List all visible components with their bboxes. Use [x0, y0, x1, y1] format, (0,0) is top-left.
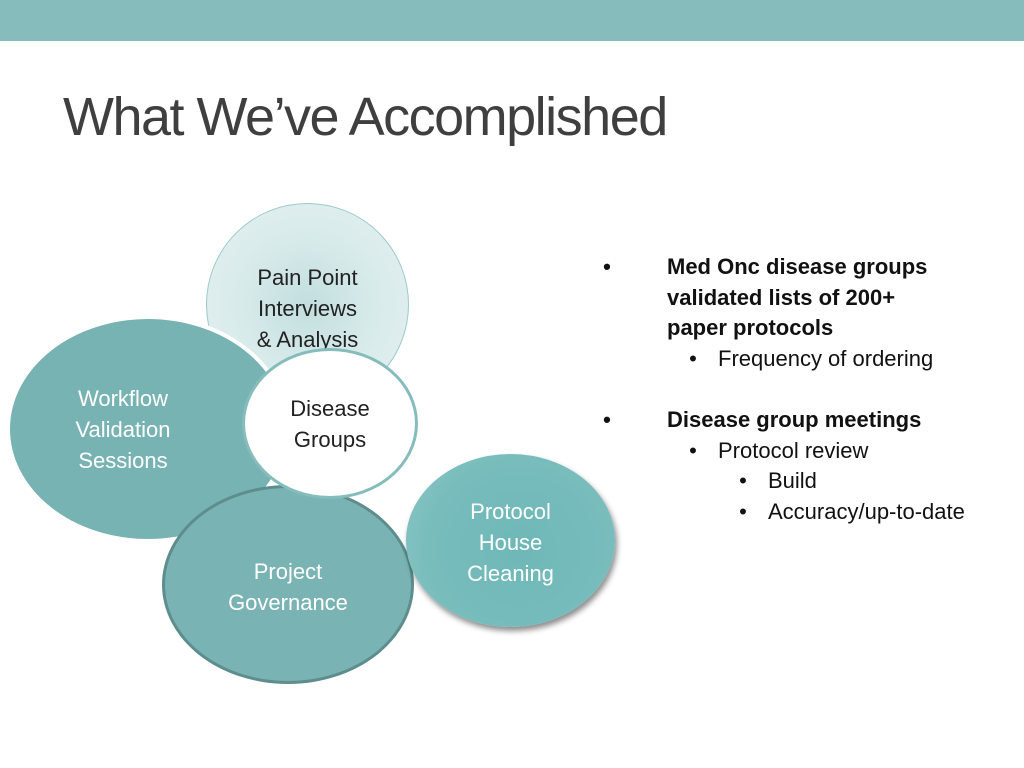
bullet-dot: •: [689, 345, 697, 371]
bullet-text: Build: [768, 468, 817, 493]
bullet-dot: •: [689, 437, 697, 463]
bullet-dot: •: [739, 498, 747, 524]
circle-protocol-house-cleaning: Protocol House Cleaning: [406, 454, 615, 627]
sub-bullet-item: • Protocol review: [632, 436, 1012, 467]
bullet-item: • Med Onc disease groups: [603, 252, 1012, 283]
bullet-dot: •: [739, 468, 747, 493]
circle-label-line: Project: [253, 559, 323, 584]
sub-bullet-item: • Frequency of ordering: [632, 344, 1012, 375]
circle-label-line: Protocol: [470, 499, 551, 524]
sub-sub-bullet-item: • Build: [632, 466, 1012, 497]
bullet-item: • Disease group meetings: [603, 405, 1012, 436]
circle-label-line: Workflow: [77, 385, 169, 411]
bullet-item-continued: paper protocols: [632, 313, 1012, 344]
circle-label-line: Pain Point: [257, 265, 358, 290]
circle-label-line: Cleaning: [467, 561, 554, 586]
circle-label-line: Disease: [290, 395, 370, 421]
bullet-text: Med Onc disease groups: [667, 254, 928, 279]
bullet-list: • Med Onc disease groups validated lists…: [603, 252, 1012, 528]
bullet-item-continued: validated lists of 200+: [632, 283, 1012, 314]
circle-label-line: Sessions: [78, 447, 168, 473]
bullet-text: Protocol review: [718, 437, 869, 463]
top-accent-bar: [0, 0, 1024, 41]
circle-label-line: Interviews: [257, 296, 358, 321]
bullet-dot: •: [603, 254, 611, 279]
bullet-text: validated lists of 200+: [667, 284, 896, 310]
circle-label-line: Governance: [228, 590, 348, 615]
bullet-dot: •: [603, 407, 611, 432]
circle-label-line: House: [478, 530, 543, 555]
circle-disease-groups: Disease Groups: [242, 348, 418, 499]
circle-project-governance: Project Governance: [162, 485, 414, 684]
bullet-text: Frequency of ordering: [718, 345, 934, 371]
sub-sub-bullet-item: • Accuracy/up-to-date: [632, 497, 1012, 528]
bullet-text: Accuracy/up-to-date: [768, 498, 965, 524]
bullet-text: Disease group meetings: [667, 407, 922, 432]
circle-label-line: Validation: [75, 416, 171, 442]
circle-label: Workflow Validation Sessions: [76, 383, 171, 476]
circle-label-line: Groups: [293, 426, 367, 452]
bullet-text: paper protocols: [667, 315, 834, 340]
slide-title: What We’ve Accomplished: [63, 87, 668, 147]
circle-label-line: & Analysis: [256, 327, 359, 352]
bullet-spacer: [632, 374, 1012, 405]
